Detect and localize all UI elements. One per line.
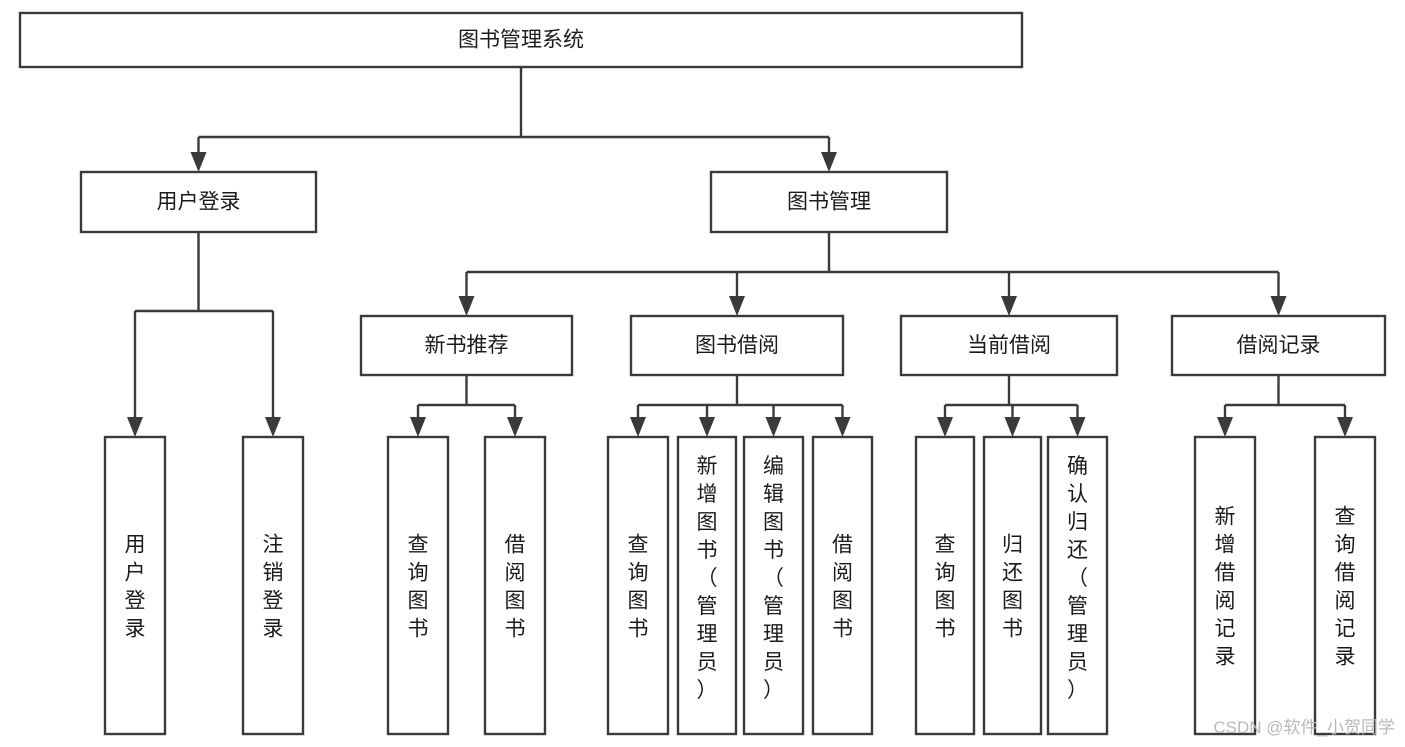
arrow-head-icon bbox=[729, 296, 745, 316]
node-root-图书管理系统-label: 图书管理系统 bbox=[458, 29, 584, 52]
node-leaf-7-借阅图书[interactable]: 借阅图书 bbox=[811, 435, 874, 736]
node-leaf-3-借阅图书-label: 借阅图书 bbox=[505, 533, 526, 640]
node-leaf-1-注销登录-box[interactable] bbox=[241, 435, 305, 736]
node-leaf-10-确认归还管理员[interactable]: 确认归还（管理员） bbox=[1046, 435, 1109, 736]
connector-layer bbox=[127, 67, 1353, 437]
node-l2-图书管理-box[interactable] bbox=[709, 170, 949, 234]
node-l3-当前借阅-box[interactable] bbox=[899, 314, 1119, 377]
arrow-head-icon bbox=[699, 417, 715, 437]
arrow-head-icon bbox=[190, 152, 207, 172]
node-leaf-2-查询图书-label: 查询图书 bbox=[408, 533, 429, 640]
arrow-head-icon bbox=[410, 417, 426, 437]
node-l3-图书借阅[interactable]: 图书借阅 bbox=[629, 314, 845, 377]
arrow-head-icon bbox=[937, 417, 953, 437]
node-leaf-10-确认归还管理员-label: 确认归还（管理员） bbox=[1067, 455, 1088, 702]
node-leaf-6-编辑图书管理员[interactable]: 编辑图书（管理员） bbox=[742, 435, 805, 736]
node-leaf-8-查询图书-box[interactable] bbox=[914, 435, 976, 736]
node-l3-当前借阅[interactable]: 当前借阅 bbox=[899, 314, 1119, 377]
node-l2-用户登录[interactable]: 用户登录 bbox=[79, 170, 318, 234]
node-leaf-11-新增借阅记录-box[interactable] bbox=[1193, 435, 1257, 736]
node-leaf-12-查询借阅记录-box[interactable] bbox=[1313, 435, 1377, 736]
node-leaf-4-查询图书-label: 查询图书 bbox=[628, 533, 649, 640]
node-root-图书管理系统-box[interactable] bbox=[18, 11, 1024, 69]
node-leaf-7-借阅图书-box[interactable] bbox=[811, 435, 874, 736]
arrow-head-icon bbox=[1069, 417, 1086, 437]
arrow-head-icon bbox=[127, 417, 143, 437]
node-l2-用户登录-box[interactable] bbox=[79, 170, 318, 234]
node-leaf-4-查询图书-box[interactable] bbox=[606, 435, 670, 736]
arrow-head-icon bbox=[507, 417, 523, 437]
node-leaf-9-归还图书[interactable]: 归还图书 bbox=[982, 435, 1043, 736]
node-leaf-5-新增图书管理员-box[interactable] bbox=[676, 435, 738, 736]
node-leaf-8-查询图书[interactable]: 查询图书 bbox=[914, 435, 976, 736]
node-l3-图书借阅-box[interactable] bbox=[629, 314, 845, 377]
node-l3-借阅记录-label: 借阅记录 bbox=[1237, 334, 1321, 357]
arrow-head-icon bbox=[265, 417, 281, 437]
node-leaf-1-注销登录-label: 注销登录 bbox=[263, 533, 284, 640]
node-leaf-3-借阅图书-box[interactable] bbox=[483, 435, 547, 736]
node-leaf-12-查询借阅记录-label: 查询借阅记录 bbox=[1335, 505, 1356, 668]
node-root-图书管理系统[interactable]: 图书管理系统 bbox=[18, 11, 1024, 69]
arrow-head-icon bbox=[1337, 417, 1353, 437]
node-l3-当前借阅-label: 当前借阅 bbox=[967, 334, 1051, 357]
node-leaf-7-借阅图书-label: 借阅图书 bbox=[832, 533, 853, 640]
node-leaf-10-确认归还管理员-box[interactable] bbox=[1046, 435, 1109, 736]
node-l3-新书推荐-box[interactable] bbox=[359, 314, 574, 377]
arrow-head-icon bbox=[765, 417, 782, 437]
arrow-head-icon bbox=[1217, 417, 1233, 437]
arrow-head-icon bbox=[630, 417, 646, 437]
node-l2-图书管理-label: 图书管理 bbox=[787, 191, 871, 214]
node-layer: 图书管理系统用户登录图书管理新书推荐图书借阅当前借阅借阅记录用户登录注销登录查询… bbox=[18, 11, 1387, 736]
node-leaf-0-用户登录-label: 用户登录 bbox=[125, 533, 146, 640]
node-leaf-11-新增借阅记录-label: 新增借阅记录 bbox=[1215, 505, 1236, 668]
node-leaf-5-新增图书管理员-label: 新增图书（管理员） bbox=[697, 455, 718, 702]
node-leaf-0-用户登录-box[interactable] bbox=[103, 435, 167, 736]
node-leaf-1-注销登录[interactable]: 注销登录 bbox=[241, 435, 305, 736]
node-l2-图书管理[interactable]: 图书管理 bbox=[709, 170, 949, 234]
csdn-watermark: CSDN @软件_小贺同学 bbox=[1213, 718, 1395, 737]
node-leaf-5-新增图书管理员[interactable]: 新增图书（管理员） bbox=[676, 435, 738, 736]
node-leaf-9-归还图书-label: 归还图书 bbox=[1002, 533, 1023, 640]
node-l3-图书借阅-label: 图书借阅 bbox=[695, 334, 779, 357]
node-leaf-3-借阅图书[interactable]: 借阅图书 bbox=[483, 435, 547, 736]
node-leaf-12-查询借阅记录[interactable]: 查询借阅记录 bbox=[1313, 435, 1377, 736]
node-leaf-2-查询图书[interactable]: 查询图书 bbox=[386, 435, 450, 736]
node-l3-新书推荐[interactable]: 新书推荐 bbox=[359, 314, 574, 377]
node-leaf-2-查询图书-box[interactable] bbox=[386, 435, 450, 736]
arrow-head-icon bbox=[1004, 417, 1021, 437]
node-l3-新书推荐-label: 新书推荐 bbox=[425, 334, 509, 357]
arrow-head-icon bbox=[458, 296, 475, 316]
node-l2-用户登录-label: 用户登录 bbox=[157, 191, 241, 214]
arrow-head-icon bbox=[1270, 296, 1287, 316]
node-leaf-6-编辑图书管理员-label: 编辑图书（管理员） bbox=[763, 455, 784, 702]
node-leaf-6-编辑图书管理员-box[interactable] bbox=[742, 435, 805, 736]
arrow-head-icon bbox=[821, 152, 837, 172]
node-l3-借阅记录[interactable]: 借阅记录 bbox=[1170, 314, 1387, 377]
node-leaf-11-新增借阅记录[interactable]: 新增借阅记录 bbox=[1193, 435, 1257, 736]
arrow-head-icon bbox=[834, 417, 851, 437]
node-l3-借阅记录-box[interactable] bbox=[1170, 314, 1387, 377]
node-leaf-8-查询图书-label: 查询图书 bbox=[935, 533, 956, 640]
node-leaf-0-用户登录[interactable]: 用户登录 bbox=[103, 435, 167, 736]
node-leaf-4-查询图书[interactable]: 查询图书 bbox=[606, 435, 670, 736]
node-leaf-9-归还图书-box[interactable] bbox=[982, 435, 1043, 736]
arrow-head-icon bbox=[1001, 296, 1017, 316]
